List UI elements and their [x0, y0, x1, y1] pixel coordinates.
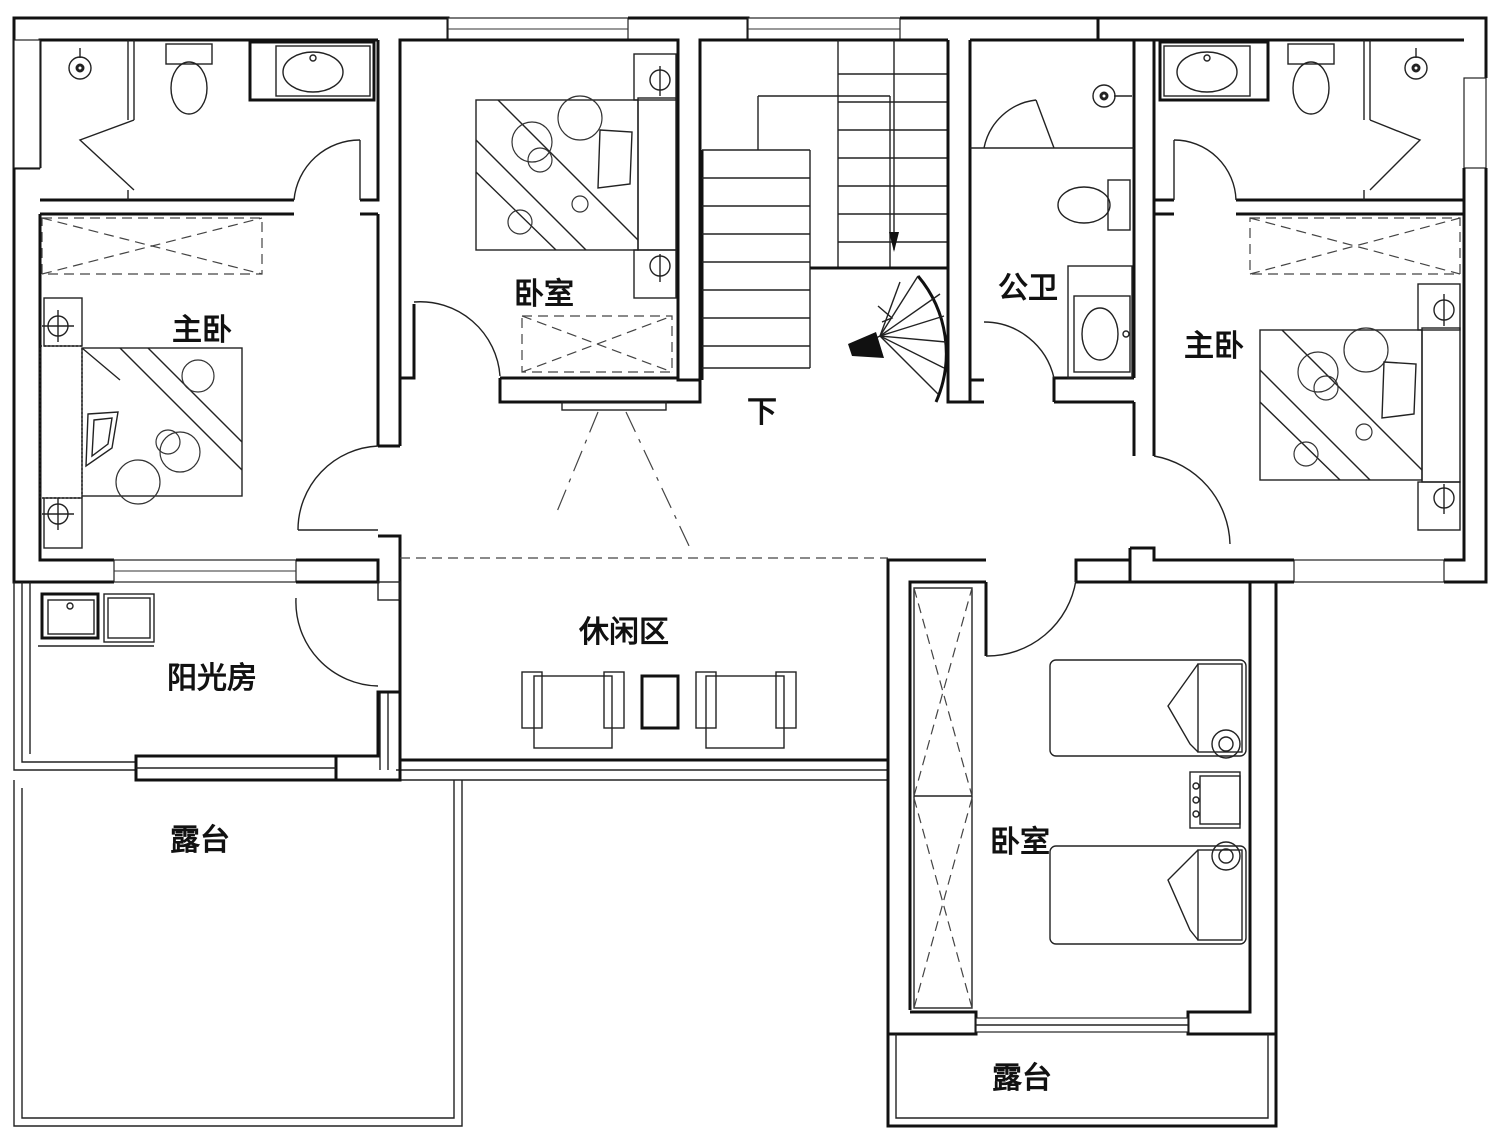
toilet-icon — [165, 43, 213, 115]
label-master-bedroom-right: 主卧 — [1184, 329, 1244, 364]
armchair-icon — [521, 671, 625, 749]
bedroom-bottom-right — [886, 558, 1276, 1126]
toilet-icon — [1057, 179, 1131, 231]
bedroom-top — [398, 38, 948, 549]
terrace-bottom — [895, 1034, 1269, 1119]
washing-machine-icon — [103, 593, 155, 643]
bed-icon — [1049, 841, 1247, 945]
toilet-icon — [1287, 43, 1335, 115]
nightstand-icon — [1189, 771, 1241, 829]
bathroom-top-left — [40, 40, 380, 216]
bed-icon — [1049, 659, 1247, 759]
label-terrace-left: 露台 — [170, 823, 230, 858]
staircase — [700, 40, 972, 404]
sink-icon — [1158, 40, 1270, 102]
coffee-table-icon — [640, 674, 680, 730]
sunroom — [13, 582, 402, 782]
label-bedroom-top: 卧室 — [514, 277, 574, 312]
armchair-icon — [695, 671, 797, 749]
label-stairs-down: 下 — [747, 395, 777, 430]
sink-icon — [248, 40, 376, 102]
arrow-down-icon — [889, 40, 899, 252]
bed-icon — [39, 345, 243, 505]
label-bedroom-bottom-right: 卧室 — [990, 825, 1050, 860]
leisure-area — [295, 444, 888, 781]
terrace-left — [13, 780, 463, 1127]
label-terrace-bottom: 露台 — [992, 1061, 1052, 1096]
bed-icon — [475, 95, 677, 251]
bed-icon — [1259, 327, 1461, 483]
sink-icon — [40, 592, 100, 640]
public-bathroom — [970, 38, 1156, 456]
label-master-bedroom-left: 主卧 — [172, 313, 232, 348]
label-leisure-area: 休闲区 — [578, 615, 669, 650]
label-public-bathroom: 公卫 — [998, 271, 1058, 306]
master-bedroom-right — [1076, 217, 1461, 584]
walls — [12, 16, 1488, 1128]
label-sunroom: 阳光房 — [167, 661, 257, 696]
master-bedroom-left — [39, 214, 380, 572]
sink-icon — [1067, 265, 1133, 379]
bathroom-top-right — [1098, 38, 1464, 216]
